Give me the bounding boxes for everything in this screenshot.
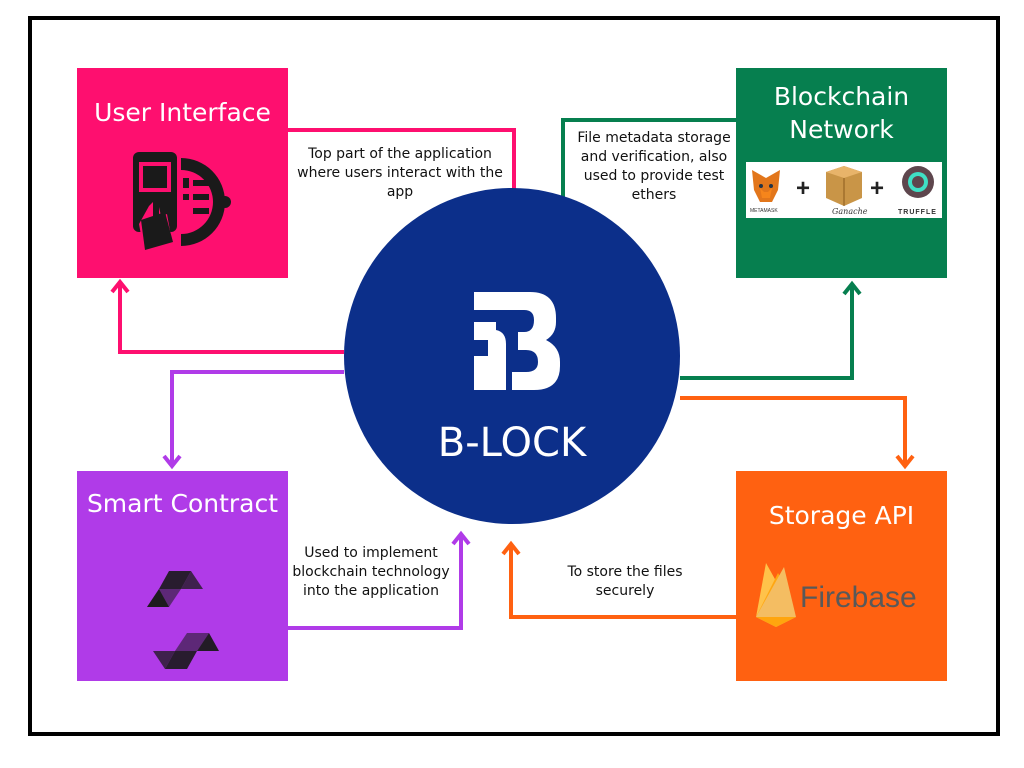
plus-sign-2: + [870, 175, 884, 202]
arrow-st-to-center [509, 544, 736, 619]
truffle-icon [902, 166, 934, 198]
blockchain-network-box: Blockchain Network METAMASK + Ganache + [736, 68, 947, 278]
blockchain-logo-art: METAMASK + Ganache + TRUFFLE [750, 166, 937, 216]
blockchain-logos: METAMASK + Ganache + TRUFFLE [746, 162, 942, 218]
smart-contract-box: Smart Contract [77, 471, 288, 681]
user-interface-title: User Interface [94, 98, 271, 127]
touchscreen-gear-icon [133, 152, 231, 250]
arrowhead-center-to-bc [842, 280, 862, 296]
arrowhead-center-to-ui [110, 278, 130, 294]
arrow-sc-to-center [288, 534, 463, 630]
user-interface-note: Top part of the application where users … [297, 146, 503, 200]
arrow-ui-to-center [288, 128, 516, 205]
storage-api-title: Storage API [768, 501, 915, 530]
arrowhead-center-to-st [895, 454, 915, 470]
arrowhead-st-to-center [501, 540, 521, 556]
diagram-frame [28, 16, 1000, 736]
metamask-label: METAMASK [750, 208, 778, 214]
blockchain-network-title: Blockchain Network [773, 82, 910, 144]
smart-contract-title: Smart Contract [86, 489, 279, 518]
smart-contract-note: Used to implement blockchain technology … [292, 545, 450, 599]
arrowhead-center-to-sc [162, 454, 182, 470]
arrowhead-sc-to-center [451, 530, 471, 546]
arrow-center-to-ui [118, 283, 344, 354]
firebase-flame-icon [756, 563, 796, 627]
truffle-label: TRUFFLE [898, 209, 937, 216]
arrow-bc-to-center [561, 118, 736, 214]
plus-sign-1: + [796, 175, 810, 202]
solidity-icon [147, 571, 219, 669]
ganache-label: Ganache [832, 207, 868, 216]
ganache-icon [826, 166, 862, 206]
arrow-center-to-st [680, 396, 907, 466]
firebase-wordmark: Firebase [800, 581, 917, 614]
b-lock-circle [344, 188, 680, 524]
arrow-center-to-sc [170, 370, 344, 466]
arrow-center-to-bc [680, 284, 854, 380]
metamask-fox-icon [752, 170, 780, 202]
firebase-logo: Firebase [756, 563, 917, 627]
center-title: B-LOCK [437, 420, 587, 466]
user-interface-box: User Interface [77, 68, 288, 278]
blockchain-network-note: File metadata storage and verification, … [577, 130, 731, 203]
storage-api-note: To store the files securely [567, 564, 683, 599]
storage-api-box: Storage API Firebase [736, 471, 947, 681]
